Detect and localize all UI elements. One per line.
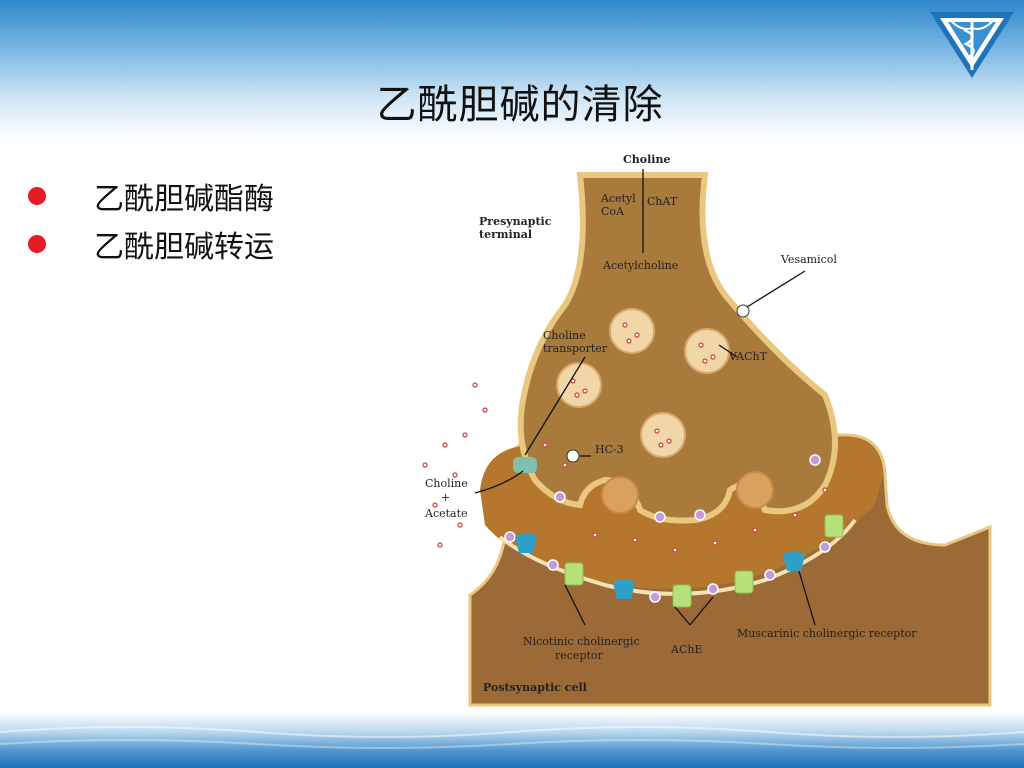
bullet-dot-icon bbox=[28, 187, 46, 205]
svg-text:Nicotinic cholinergic: Nicotinic cholinergic bbox=[523, 635, 640, 648]
footer-band bbox=[0, 712, 1024, 768]
label-vacht: VAChT bbox=[728, 350, 768, 363]
vesamicol-icon bbox=[736, 304, 750, 318]
label-acetate: Acetate bbox=[424, 507, 468, 520]
slide-title: 乙酰胆碱的清除 bbox=[376, 82, 664, 128]
vesicle bbox=[609, 308, 655, 354]
svg-text:receptor: receptor bbox=[555, 649, 604, 662]
hc3-icon bbox=[566, 449, 580, 463]
label-nicotinic: Nicotinic cholinergic bbox=[523, 635, 640, 648]
label-transporter: transporter bbox=[543, 342, 608, 355]
presynaptic-terminal bbox=[517, 172, 838, 524]
svg-text:Acetylcholine: Acetylcholine bbox=[602, 259, 678, 272]
svg-text:Choline: Choline bbox=[425, 477, 468, 490]
logo-icon bbox=[930, 12, 1014, 78]
header-band bbox=[0, 0, 1024, 140]
label-nicotinic-receptor: receptor bbox=[555, 649, 604, 662]
acetylcholine-dots bbox=[422, 322, 828, 553]
label-choline-top: Choline bbox=[623, 153, 670, 166]
nicotinic-receptors bbox=[564, 514, 844, 608]
arrows bbox=[474, 169, 816, 626]
vesicle bbox=[556, 362, 602, 408]
muscarinic-receptors bbox=[515, 533, 805, 599]
bullet-list: 乙酰胆碱酯酶 乙酰胆碱转运 bbox=[28, 172, 274, 268]
label-terminal: terminal bbox=[479, 228, 532, 241]
vesicle bbox=[684, 328, 730, 374]
choline-transporter-icon bbox=[513, 457, 537, 473]
svg-text:CoA: CoA bbox=[601, 205, 625, 218]
bullet-text: 乙酰胆碱酯酶 bbox=[94, 182, 274, 217]
svg-text:+: + bbox=[441, 491, 450, 504]
label-hc3: HC-3 bbox=[595, 443, 624, 456]
svg-text:transporter: transporter bbox=[543, 342, 608, 355]
label-presynaptic: Presynaptic bbox=[479, 215, 552, 228]
label-coa: CoA bbox=[601, 205, 625, 218]
ache-enzymes bbox=[504, 454, 831, 603]
bullet-dot-icon bbox=[28, 235, 46, 253]
label-acetylcholine: Acetylcholine bbox=[602, 259, 678, 272]
vesicle bbox=[640, 412, 686, 458]
bullet-item: 乙酰胆碱酯酶 bbox=[28, 172, 274, 220]
svg-text:AChE: AChE bbox=[670, 643, 702, 656]
svg-text:Acetate: Acetate bbox=[424, 507, 468, 520]
svg-text:ChAT: ChAT bbox=[647, 195, 678, 208]
svg-text:Choline: Choline bbox=[623, 153, 670, 166]
label-muscarinic: Muscarinic cholinergic receptor bbox=[737, 627, 917, 640]
label-postsynaptic: Postsynaptic cell bbox=[483, 681, 587, 694]
svg-text:VAChT: VAChT bbox=[728, 350, 768, 363]
svg-text:Choline: Choline bbox=[543, 329, 586, 342]
label-choline-acetate: Choline bbox=[425, 477, 468, 490]
synapse-diagram: Choline Acetyl CoA ChAT Presynaptic term… bbox=[422, 153, 992, 707]
label-ache: AChE bbox=[670, 643, 702, 656]
vesicle bbox=[736, 471, 774, 509]
label-acetyl: Acetyl bbox=[600, 192, 636, 205]
label-choline-transporter: Choline bbox=[543, 329, 586, 342]
svg-text:HC-3: HC-3 bbox=[595, 443, 624, 456]
svg-text:Vesamicol: Vesamicol bbox=[780, 253, 837, 266]
svg-text:terminal: terminal bbox=[479, 228, 532, 241]
label-vesamicol: Vesamicol bbox=[780, 253, 837, 266]
vesicle-group bbox=[556, 308, 774, 514]
svg-text:Presynaptic: Presynaptic bbox=[479, 215, 552, 228]
svg-text:Postsynaptic cell: Postsynaptic cell bbox=[483, 681, 587, 694]
bullet-text: 乙酰胆碱转运 bbox=[94, 230, 274, 265]
bullet-item: 乙酰胆碱转运 bbox=[28, 220, 274, 268]
label-plus: + bbox=[441, 491, 450, 504]
vesicle bbox=[601, 476, 639, 514]
svg-text:Acetyl: Acetyl bbox=[600, 192, 636, 205]
svg-text:Muscarinic cholinergic recepto: Muscarinic cholinergic receptor bbox=[737, 627, 917, 640]
label-chat: ChAT bbox=[647, 195, 678, 208]
